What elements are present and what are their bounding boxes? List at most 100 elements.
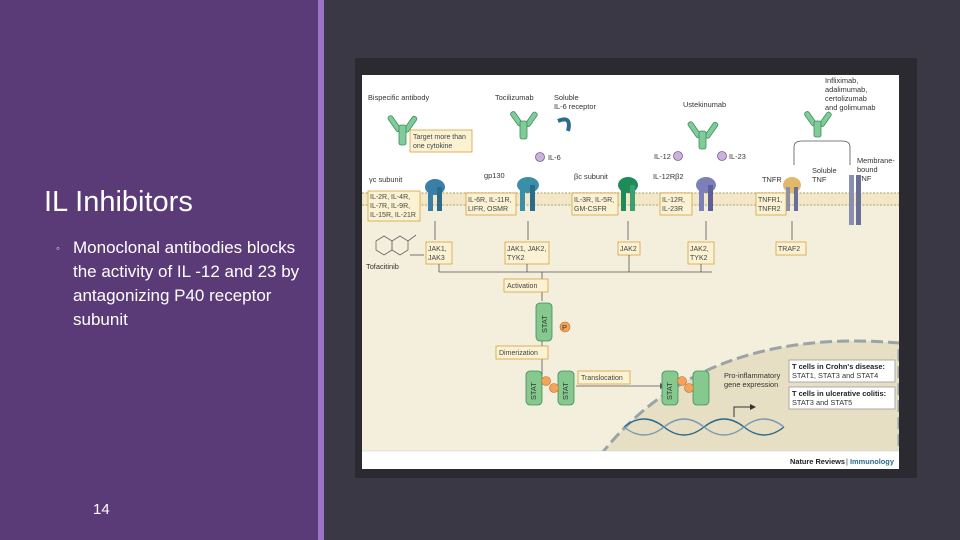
il23-ligand-icon — [717, 151, 727, 161]
svg-text:IL-2R, IL-4R,: IL-2R, IL-4R, — [370, 194, 410, 201]
left-panel — [0, 0, 318, 540]
svg-text:IL-15R, IL-21R: IL-15R, IL-21R — [370, 212, 416, 219]
crohn-disease-box — [788, 359, 896, 383]
crohn-stats: STAT1, STAT3 and STAT4 — [792, 371, 878, 380]
svg-text:JAK2: JAK2 — [620, 246, 637, 253]
svg-text:IL-12R,: IL-12R, — [662, 197, 685, 204]
target-more-box — [409, 129, 473, 153]
target-more-line2: one cytokine — [413, 143, 452, 150]
target-more-line1: Target more than — [413, 134, 466, 141]
il6-ligand-icon — [535, 152, 545, 162]
ustekinumab-antibody-icon — [687, 121, 719, 150]
receptor-box-beta — [571, 192, 619, 216]
soluble-il6-label-2: IL-6 receptor — [554, 102, 596, 111]
svg-text:IL-23R: IL-23R — [662, 206, 683, 213]
tocilizumab-label: Tocilizumab — [495, 93, 534, 102]
il23-label: IL-23 — [729, 152, 746, 161]
stat-monomer-label: STAT — [540, 315, 549, 333]
bullet-item: ◦ Monoclonal antibodies blocks the activ… — [56, 236, 306, 332]
soluble-il6-receptor-icon — [557, 117, 571, 132]
receptor-box-il12 — [659, 192, 693, 216]
translocation-label: Translocation — [581, 375, 623, 382]
receptor-box-tnfr — [755, 192, 787, 216]
receptor-box-gp130 — [465, 192, 517, 216]
uc-title: T cells in ulcerative colitis: — [792, 389, 886, 398]
tnf-drugs-line1: Infliximab, — [825, 76, 858, 85]
receptor-il12-il23 — [696, 177, 716, 211]
translocation-box — [577, 370, 631, 385]
svg-text:TRAF2: TRAF2 — [778, 246, 800, 253]
tocilizumab-antibody-icon — [510, 111, 538, 140]
ustekinumab-label: Ustekinumab — [683, 100, 726, 109]
stat-nuclear-label: STAT — [665, 382, 674, 400]
uc-disease-box — [788, 386, 896, 410]
accent-bar — [318, 0, 324, 540]
page-number: 14 — [93, 501, 110, 518]
receptor-beta-common — [618, 177, 638, 211]
svg-text:LIFR, OSMR: LIFR, OSMR — [468, 206, 508, 213]
pathway-figure: Bispecific antibody Target more than one… — [362, 75, 899, 469]
stat-dimer-nuclear — [661, 370, 710, 406]
phospho-icon — [559, 321, 571, 333]
tofacitinib-label: Tofacitinib — [366, 262, 399, 271]
transcription-arrow — [733, 406, 750, 417]
crohn-title: T cells in Crohn's disease: — [792, 362, 885, 371]
svg-text:GM-CSFR: GM-CSFR — [574, 206, 607, 213]
gp130-label: gp130 — [484, 171, 505, 180]
svg-text:TYK2: TYK2 — [690, 255, 708, 262]
receptor-kinase-arrows — [434, 221, 793, 301]
svg-text:JAK1,: JAK1, — [428, 246, 447, 253]
membrane-tnf-label-1: Membrane- — [857, 156, 895, 165]
tnfr-label: TNFR — [762, 175, 782, 184]
ring-bullet-icon: ◦ — [56, 243, 60, 255]
il12-ligand-icon — [673, 151, 683, 161]
svg-text:P: P — [562, 323, 567, 332]
gamma-subunit-label: γc subunit — [369, 175, 402, 184]
beta-subunit-label: βc subunit — [574, 172, 608, 181]
tnf-drugs-line3: certolizumab — [825, 94, 867, 103]
soluble-tnf-label-1: Soluble — [812, 166, 837, 175]
gene-expression-line1: Pro-inflammatory — [724, 371, 781, 380]
svg-text:JAK3: JAK3 — [428, 255, 445, 262]
receptor-box-gamma — [367, 190, 421, 222]
svg-text:TYK2: TYK2 — [507, 255, 525, 262]
stat-dimer-label-2: STAT — [561, 382, 570, 400]
bispecific-antibody-label: Bispecific antibody — [368, 93, 430, 102]
kinase-box-traf2 — [775, 241, 807, 256]
soluble-tnf-label-2: TNF — [812, 175, 827, 184]
receptor-common-gamma — [425, 179, 445, 211]
svg-text:IL-7R, IL-9R,: IL-7R, IL-9R, — [370, 203, 410, 210]
receptor-tnfr — [783, 175, 861, 225]
svg-text:IL-6R, IL-11R,: IL-6R, IL-11R, — [468, 197, 511, 204]
membrane-tnf-label-3: TNF — [857, 174, 872, 183]
gene-expression-line2: gene expression — [724, 380, 778, 389]
dimerization-label: Dimerization — [499, 350, 538, 357]
source-section: Immunology — [850, 457, 895, 466]
svg-text:|: | — [846, 457, 848, 466]
tnf-drugs-line4: and golimumab — [825, 103, 876, 112]
bispecific-antibody-icon — [387, 115, 418, 146]
tnf-antibody-icon — [804, 111, 832, 138]
stat-dimer-label-1: STAT — [529, 382, 538, 400]
activation-box — [503, 278, 549, 293]
stat-monomer — [535, 302, 553, 342]
activation-label: Activation — [507, 283, 537, 290]
svg-text:IL-3R, IL-5R,: IL-3R, IL-5R, — [574, 197, 614, 204]
soluble-il6-label-1: Soluble — [554, 93, 579, 102]
svg-text:JAK2,: JAK2, — [690, 246, 709, 253]
membrane-tnf-label-2: bound — [857, 165, 878, 174]
dna-helix-icon — [623, 418, 785, 436]
dimerization-box — [495, 345, 549, 360]
source-journal: Nature Reviews — [790, 457, 845, 466]
il12rb2-label: IL-12Rβ2 — [653, 172, 684, 181]
il6-label: IL-6 — [548, 153, 561, 162]
uc-stats: STAT3 and STAT5 — [792, 398, 852, 407]
bullet-text: Monoclonal antibodies blocks the activit… — [73, 238, 300, 329]
pathway-diagram: Bispecific antibody Target more than one… — [362, 76, 899, 469]
svg-text:TNFR2: TNFR2 — [758, 206, 781, 213]
svg-text:JAK1, JAK2,: JAK1, JAK2, — [507, 246, 546, 253]
receptor-gp130 — [517, 177, 539, 211]
svg-text:TNFR1,: TNFR1, — [758, 197, 783, 204]
slide-title: IL Inhibitors — [44, 186, 193, 218]
tnf-drugs-line2: adalimumab, — [825, 85, 867, 94]
